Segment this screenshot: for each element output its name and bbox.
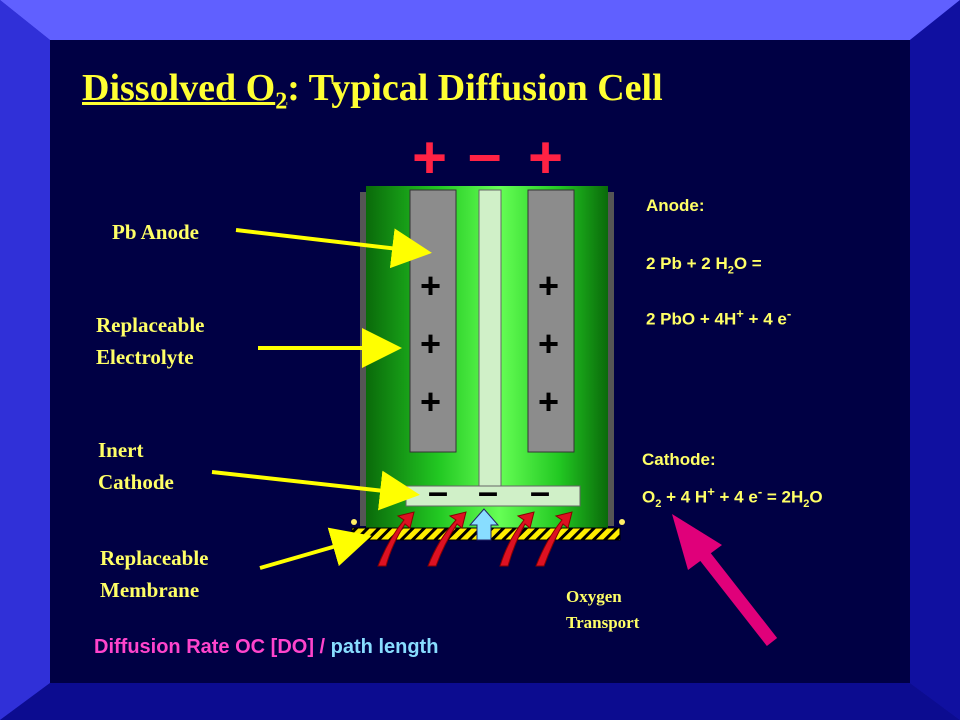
membrane-label: Replaceable Membrane xyxy=(100,546,209,602)
oxygen-up-arrow xyxy=(468,508,500,541)
membrane-pin-left xyxy=(351,519,357,525)
pb-anode-label: Pb Anode xyxy=(112,220,199,244)
anode-sign-left-1: + xyxy=(420,265,442,306)
cathode-pointer xyxy=(211,470,420,511)
cathode-equation: O2 + 4 H+ + 4 e- = 2H2O xyxy=(642,484,823,511)
anode-equation-line1: 2 Pb + 2 H2O = xyxy=(646,254,762,277)
anode-sign-right-2: + xyxy=(538,323,560,364)
electrolyte-label: Replaceable Electrolyte xyxy=(96,313,205,369)
diffusion-rate-text: Diffusion Rate OC [DO] / path length xyxy=(94,636,439,658)
cathode-sign-1: – xyxy=(428,471,449,512)
anode-sign-right-1: + xyxy=(538,265,560,306)
anode-plate-right xyxy=(527,189,575,453)
pb-anode-pointer xyxy=(235,228,432,269)
anode-heading: Anode: xyxy=(646,196,705,215)
cathode-sign-2: – xyxy=(478,471,499,512)
polarity-minus-middle: – xyxy=(468,120,502,187)
cathode-label: Inert Cathode xyxy=(98,438,174,494)
cathode-stem xyxy=(478,189,502,487)
slide-title: Dissolved O2: Typical Diffusion Cell xyxy=(82,67,663,115)
polarity-plus-left: + xyxy=(412,124,448,191)
polarity-plus-right: + xyxy=(528,124,564,191)
cathode-heading: Cathode: xyxy=(642,450,716,469)
anode-sign-right-3: + xyxy=(538,381,560,422)
membrane-pointer xyxy=(259,527,372,570)
oxygen-transport-label: Oxygen Transport xyxy=(566,587,640,632)
cathode-sign-3: – xyxy=(530,471,551,512)
oxygen-flow-arrows xyxy=(377,511,573,567)
anode-equation-line2: 2 PbO + 4H+ + 4 e- xyxy=(646,306,792,329)
anode-sign-left-2: + xyxy=(420,323,442,364)
membrane-pin-right xyxy=(619,519,625,525)
oxygen-pointer-arrow xyxy=(672,514,778,647)
anode-sign-left-3: + xyxy=(420,381,442,422)
